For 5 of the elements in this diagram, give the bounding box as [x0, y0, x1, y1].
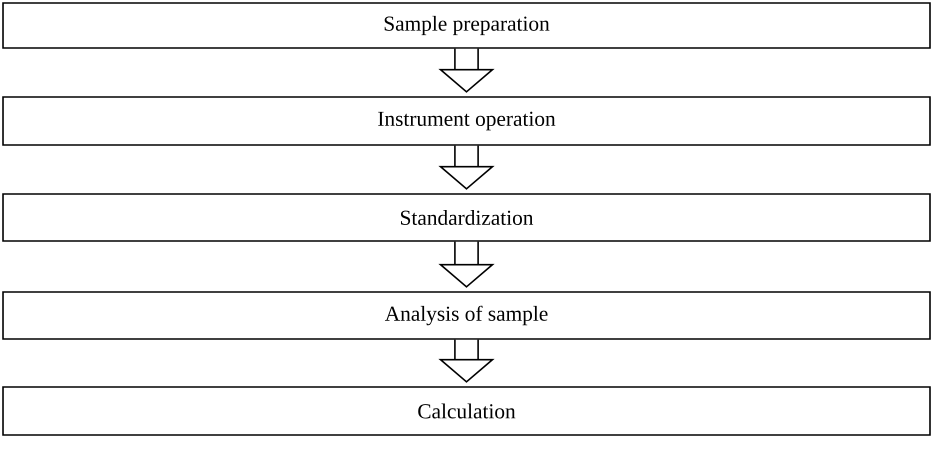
process-box: Sample preparation	[2, 2, 931, 49]
process-box: Standardization	[2, 193, 931, 242]
process-box: Instrument operation	[2, 96, 931, 146]
process-box: Analysis of sample	[2, 291, 931, 340]
process-box: Calculation	[2, 386, 931, 436]
